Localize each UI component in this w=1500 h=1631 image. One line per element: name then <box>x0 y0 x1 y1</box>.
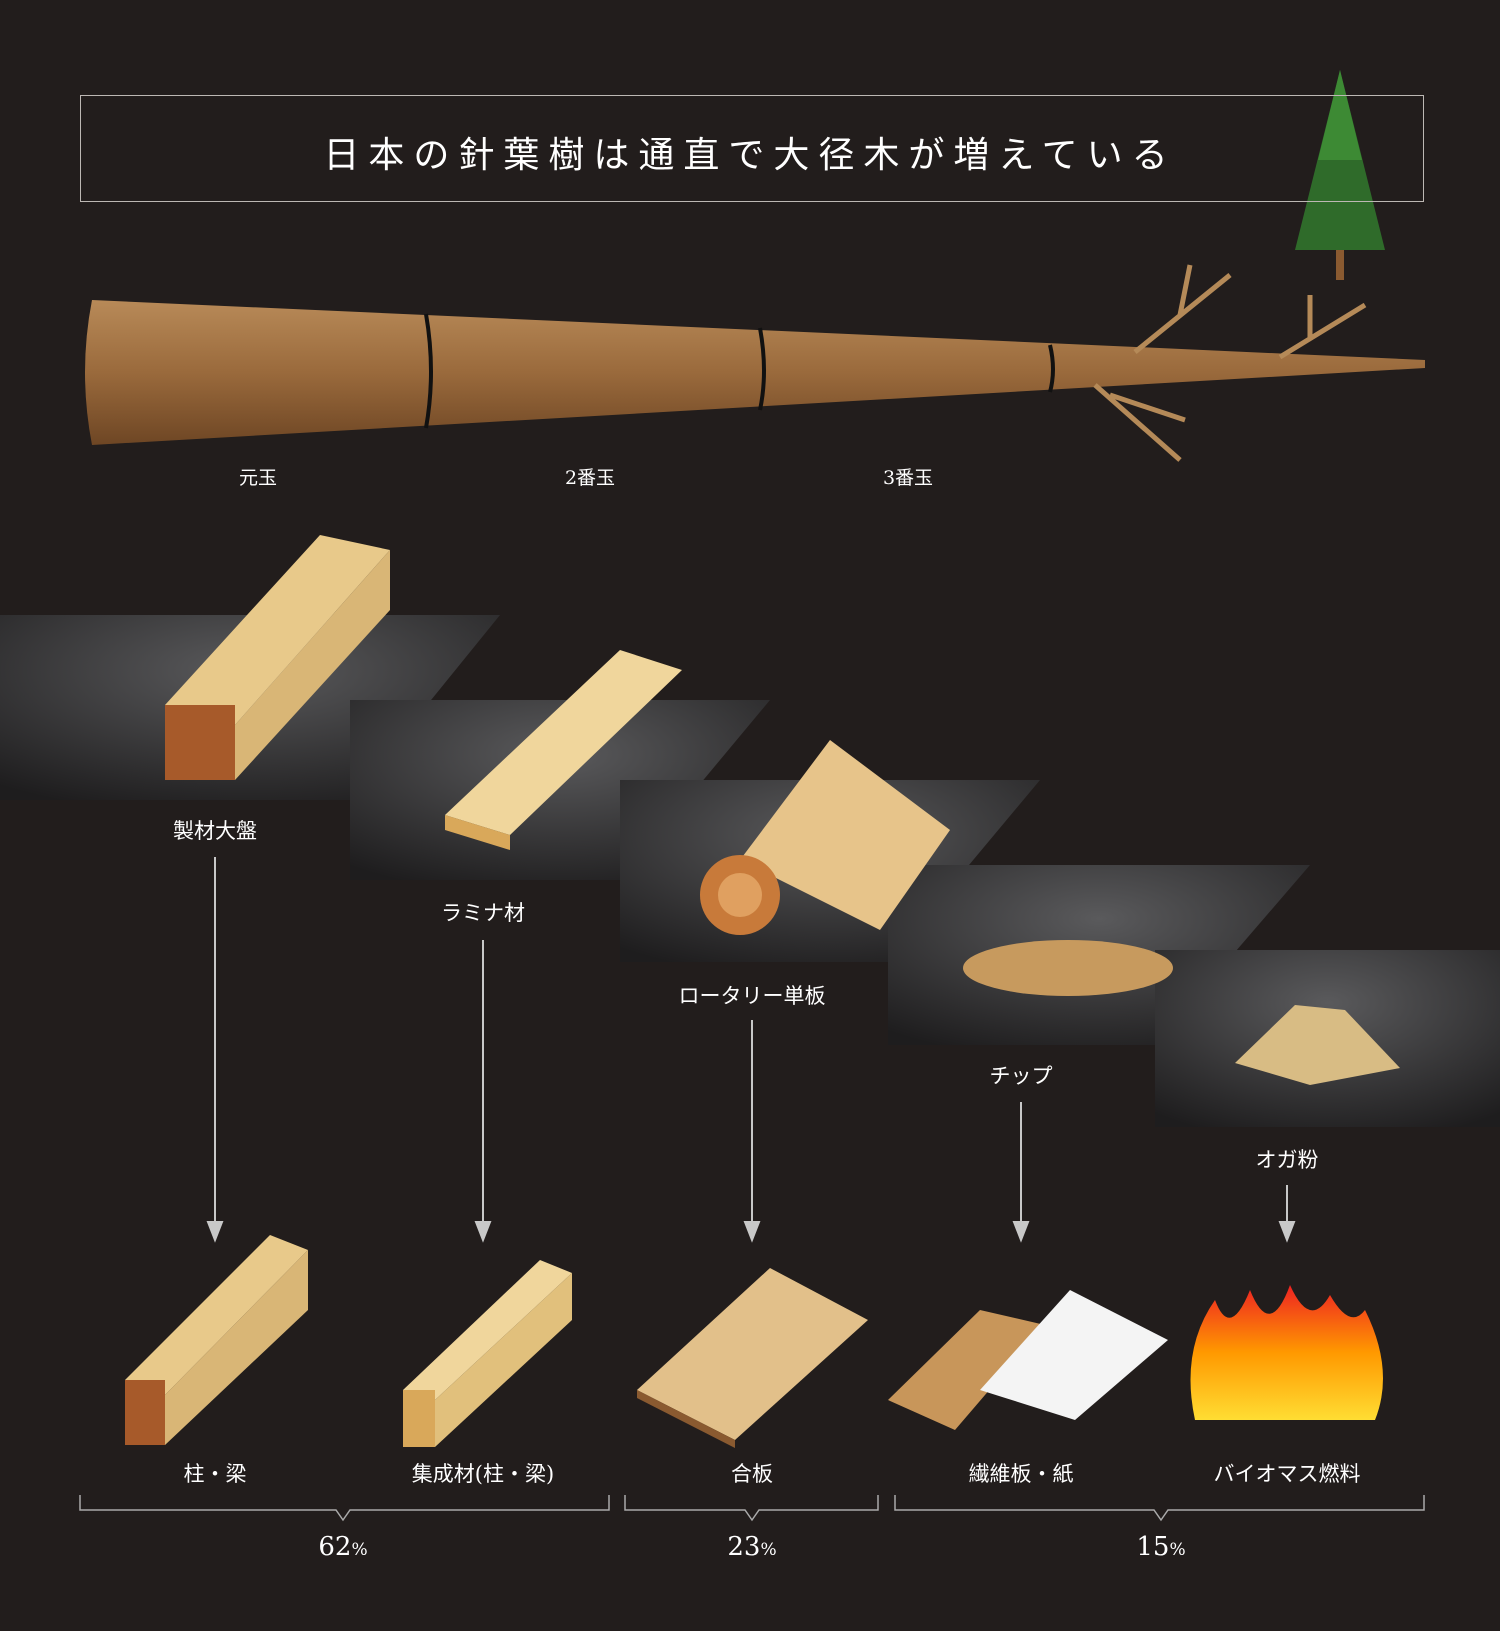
sawdust-icon <box>1235 1005 1400 1085</box>
pillar-beam-icon <box>125 1235 308 1445</box>
plywood-icon <box>637 1268 868 1448</box>
flow-arrows <box>206 857 1296 1243</box>
veneer-roll-icon <box>700 740 950 935</box>
share-other: 15% <box>1136 1532 1185 1562</box>
title-frame <box>80 95 1424 202</box>
log-label-third: 3番玉 <box>882 467 934 489</box>
material-label: ラミナ材 <box>441 901 525 925</box>
share-value: 15 <box>1136 1532 1170 1562</box>
lumber-block-icon <box>165 535 390 780</box>
product-label: 集成材(柱・梁) <box>411 1462 555 1486</box>
product-label: 繊維板・紙 <box>968 1462 1074 1486</box>
material-label: 製材大盤 <box>173 819 257 843</box>
product-label: 柱・梁 <box>183 1462 247 1486</box>
material-label: ロータリー単板 <box>678 984 826 1008</box>
fire-icon <box>1190 1285 1383 1420</box>
share-unit: % <box>351 1540 368 1560</box>
material-label: チップ <box>989 1064 1053 1088</box>
log-label-butt: 元玉 <box>238 467 278 489</box>
log-label-second: 2番玉 <box>564 467 616 489</box>
wood-chips-icon <box>963 940 1173 996</box>
log-illustration <box>85 264 1425 462</box>
share-plywood: 23% <box>727 1532 776 1562</box>
material-label: オガ粉 <box>1255 1148 1319 1172</box>
share-brackets <box>79 1495 1425 1522</box>
share-value: 23 <box>727 1532 761 1562</box>
product-label: バイオマス燃料 <box>1213 1462 1361 1486</box>
conifer-tree-icon <box>1295 70 1385 280</box>
share-unit: % <box>760 1540 777 1560</box>
share-unit: % <box>1169 1540 1186 1560</box>
lamina-board-icon <box>445 650 682 850</box>
share-sawn: 62% <box>318 1532 367 1562</box>
share-value: 62 <box>318 1532 352 1562</box>
fiberboard-paper-icon <box>888 1290 1168 1430</box>
page-title: 日本の針葉樹は通直で大径木が増えている <box>323 135 1177 176</box>
glulam-icon <box>403 1260 572 1447</box>
product-label: 合板 <box>731 1462 773 1486</box>
